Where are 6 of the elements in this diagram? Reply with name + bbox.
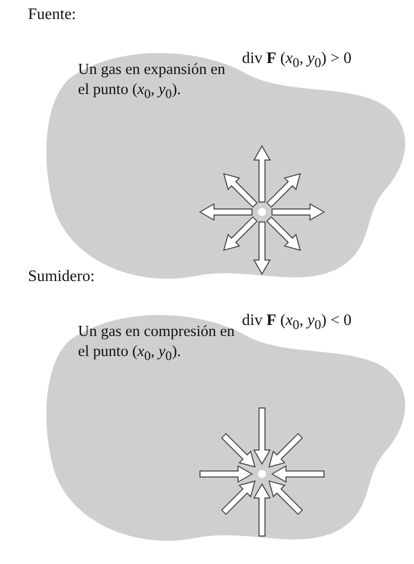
region-description: Un gas en expansión en el punto (x$_{0}$, y$_{0}$). [78, 60, 226, 104]
region-description: Un gas en compresión en el punto (x$_{0}$, y$_{0}$). [78, 322, 236, 366]
divergence-formula: div F (x$_{0}$, y$_{0}$) < 0 [242, 312, 352, 334]
divergence-formula: div F (x$_{0}$, y$_{0}$) > 0 [242, 50, 352, 72]
section-heading: Fuente: [28, 6, 76, 24]
section-heading: Sumidero: [28, 268, 95, 286]
